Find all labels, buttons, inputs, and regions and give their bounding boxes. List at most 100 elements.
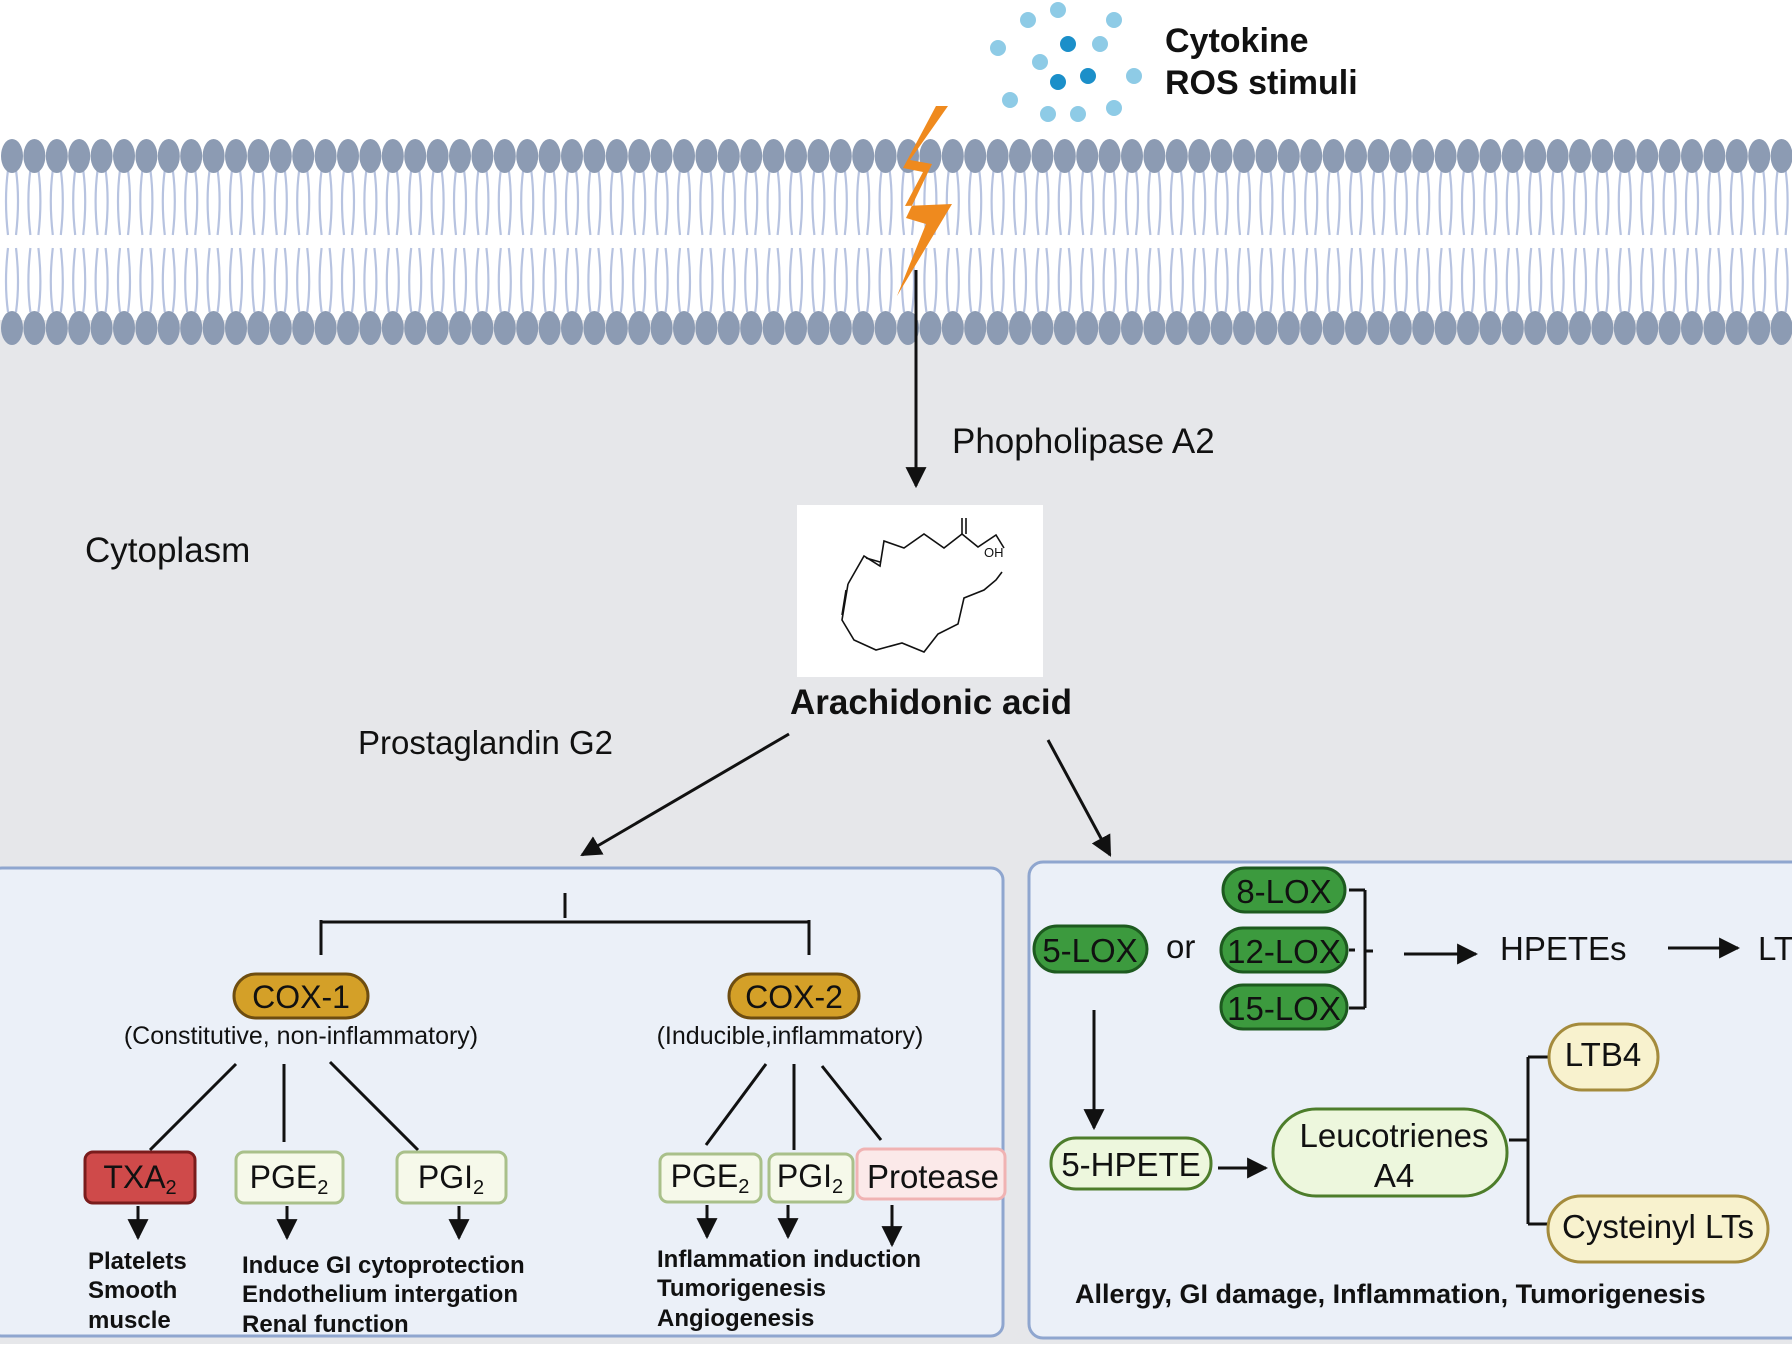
lipid-tail — [4, 169, 20, 313]
five-lox-node — [1032, 924, 1149, 974]
lipid-tail — [408, 169, 423, 313]
lipid-head — [157, 311, 180, 345]
cox2-pgi2-node — [767, 1152, 855, 1204]
lipid-head — [941, 139, 964, 173]
lipid-tail — [27, 169, 42, 313]
twelve-lox-node — [1219, 926, 1349, 974]
lipid-head — [538, 311, 561, 345]
cox2-note: (Inducible,inflammatory) — [657, 1022, 924, 1050]
cox1-pge2-node — [234, 1150, 345, 1205]
lipid-tail — [1707, 169, 1722, 313]
lipid-head — [1524, 139, 1547, 173]
lipid-head — [90, 311, 113, 345]
lipid-head — [1188, 139, 1211, 173]
lipid-tail — [497, 169, 512, 313]
lipid-tail — [1595, 169, 1610, 313]
lipid-tail — [856, 169, 871, 313]
stimulus-label-2: ROS stimuli — [1165, 64, 1358, 102]
lipid-head — [1188, 311, 1211, 345]
lipid-tail — [1147, 169, 1162, 313]
arachidonic-acid-structure — [841, 518, 1005, 653]
cytokine-dot — [1106, 12, 1122, 28]
lipid-head — [1501, 139, 1524, 173]
lipid-head — [1613, 139, 1636, 173]
lipid-head — [852, 311, 875, 345]
five-lox-label: 5-LOX — [1042, 932, 1137, 969]
cox2-pge2-label: PGE2 — [671, 1158, 750, 1198]
stimulus-label-1: Cytokine — [1165, 22, 1309, 60]
lipid-tail — [1684, 169, 1700, 313]
membrane-background — [0, 150, 1792, 320]
lipid-head — [673, 139, 695, 173]
lipid-head — [852, 139, 875, 173]
lipid-tail — [1102, 169, 1117, 313]
lipid-head — [1479, 139, 1502, 173]
lipid-head — [628, 311, 651, 345]
txa2-effect-2: Smooth — [88, 1277, 177, 1304]
cox1-pgi2-node — [395, 1150, 508, 1205]
ltb4-node — [1547, 1022, 1660, 1092]
cox1-pgi2-label: PGI2 — [418, 1159, 484, 1199]
lipid-head — [1121, 139, 1143, 173]
cox1-effect-arrows — [127, 1206, 470, 1241]
lipid-head — [583, 311, 606, 345]
fifteen-lox-label: 15-LOX — [1227, 990, 1341, 1027]
molecule-name: Arachidonic acid — [790, 683, 1072, 722]
lipid-tail — [1214, 169, 1229, 313]
lipid-head — [1345, 139, 1367, 173]
lipid-tail — [1460, 169, 1476, 313]
lipid-head — [404, 311, 427, 345]
lipid-head — [113, 311, 135, 345]
lipid-head — [785, 311, 807, 345]
lipid-tail — [1505, 169, 1520, 313]
lipid-tail — [49, 169, 64, 313]
or-label: or — [1166, 928, 1195, 965]
lipid-tail — [206, 169, 221, 313]
lipid-head — [1479, 311, 1502, 345]
lipid-head — [202, 139, 225, 173]
lipid-tail — [1080, 169, 1095, 313]
lipid-head — [381, 311, 404, 345]
lipid-tail — [296, 169, 311, 313]
lipid-head — [426, 139, 449, 173]
lipid-head — [225, 139, 247, 173]
lipid-head — [1143, 311, 1166, 345]
lipid-head — [740, 311, 763, 345]
lipid-head — [426, 311, 449, 345]
lipid-tail — [699, 169, 714, 313]
lipid-head — [1546, 139, 1569, 173]
leucotrienes-label-1: Leucotrienes — [1300, 1117, 1489, 1154]
lipid-head — [493, 311, 516, 345]
lipid-tail — [968, 169, 983, 313]
lipid-head — [1636, 311, 1659, 345]
lipid-tail — [1483, 169, 1498, 313]
lipid-head — [1546, 311, 1569, 345]
lipid-head — [1098, 311, 1121, 345]
lipid-tail — [542, 169, 557, 313]
cox1-node — [232, 972, 370, 1020]
lipid-tail — [1348, 169, 1364, 313]
cytokine-dot — [1032, 54, 1048, 70]
cytokine-dot — [1080, 68, 1096, 84]
cytokine-dot — [1106, 100, 1122, 116]
lipid-head — [1658, 139, 1681, 173]
lipid-head — [337, 139, 359, 173]
lipid-head — [1277, 311, 1300, 345]
lipid-tail — [385, 169, 400, 313]
lipid-head — [1412, 311, 1435, 345]
five-hpete-label: 5-HPETE — [1061, 1146, 1200, 1183]
lipid-head — [269, 311, 292, 345]
lipid-tail — [1438, 169, 1453, 313]
lipid-tail — [1057, 169, 1072, 313]
cox1-branch-lines — [148, 1060, 420, 1152]
lipid-head — [1389, 139, 1412, 173]
lipid-head — [1233, 139, 1255, 173]
lipid-head — [1367, 139, 1390, 173]
cox2-effect-3: Angiogenesis — [657, 1305, 814, 1332]
lipid-head — [605, 139, 628, 173]
lipid-tail — [1012, 169, 1028, 313]
lipid-head — [986, 311, 1009, 345]
lox-bracket — [1349, 888, 1373, 1010]
lipid-head — [68, 311, 91, 345]
